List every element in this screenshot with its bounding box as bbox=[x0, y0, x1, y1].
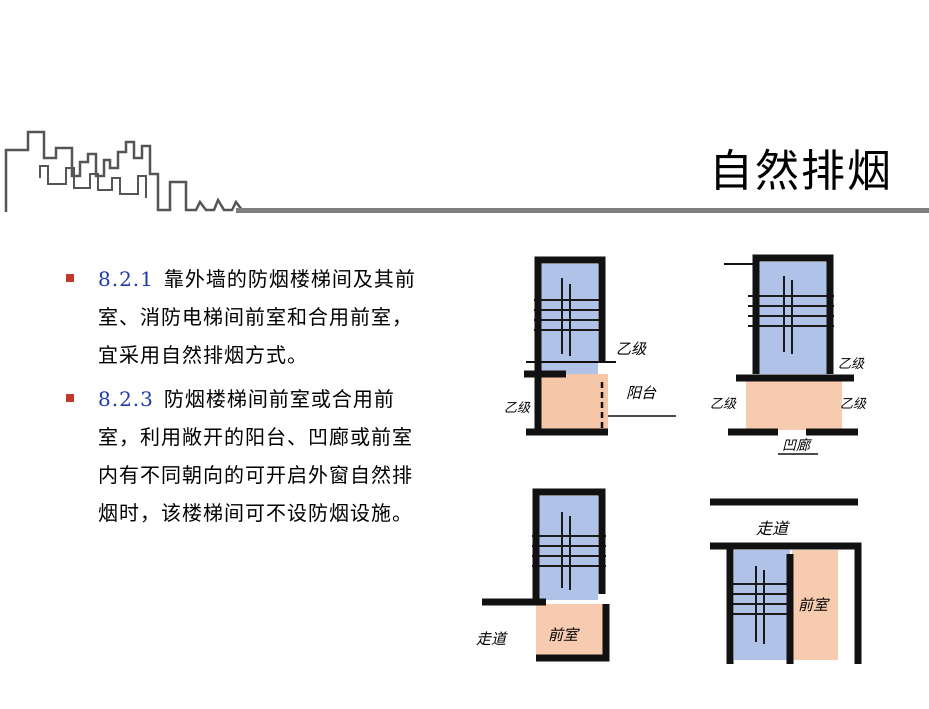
sketch-label: 凹廊 bbox=[782, 438, 812, 454]
sketch-label: 前室 bbox=[798, 596, 830, 614]
sketch-label: 乙级 bbox=[616, 340, 647, 358]
bullet-marker bbox=[66, 274, 74, 282]
sketch-corridor-anteroom: 走道 前室 bbox=[476, 488, 610, 662]
sketch-label: 前室 bbox=[548, 626, 580, 644]
clause-text: 靠外墙的防烟楼梯间及其前室、消防电梯间前室和合用前室，宜采用自然排烟方式。 bbox=[98, 267, 416, 367]
sketch-label: 阳台 bbox=[626, 384, 657, 402]
title-rule bbox=[236, 208, 929, 213]
sketch-balcony: 乙级 阳台 乙级 bbox=[504, 256, 676, 436]
sketch-label: 乙级 bbox=[840, 397, 867, 412]
clause-number: 8.2.1 bbox=[98, 267, 154, 291]
stair-sketches: 乙级 阳台 乙级 乙级 乙级 乙级 凹廊 bbox=[476, 254, 867, 664]
skyline-logo bbox=[4, 130, 243, 212]
sketch-label: 乙级 bbox=[838, 357, 865, 372]
clause-number: 8.2.3 bbox=[98, 387, 154, 411]
slide-title: 自然排烟 bbox=[709, 146, 893, 197]
sketch-corridor-stair: 走道 前室 bbox=[710, 498, 862, 664]
sketch-label: 乙级 bbox=[710, 397, 737, 412]
sketch-label: 乙级 bbox=[504, 401, 531, 416]
clause-text: 防烟楼梯间前室或合用前室，利用敞开的阳台、凹廊或前室内有不同朝向的可开启外窗自然… bbox=[98, 387, 413, 525]
sketch-recessed-gallery: 乙级 乙级 乙级 凹廊 bbox=[710, 254, 867, 455]
sketch-label: 走道 bbox=[476, 630, 508, 648]
bullet-marker bbox=[66, 394, 74, 402]
sketch-label: 走道 bbox=[756, 519, 790, 538]
